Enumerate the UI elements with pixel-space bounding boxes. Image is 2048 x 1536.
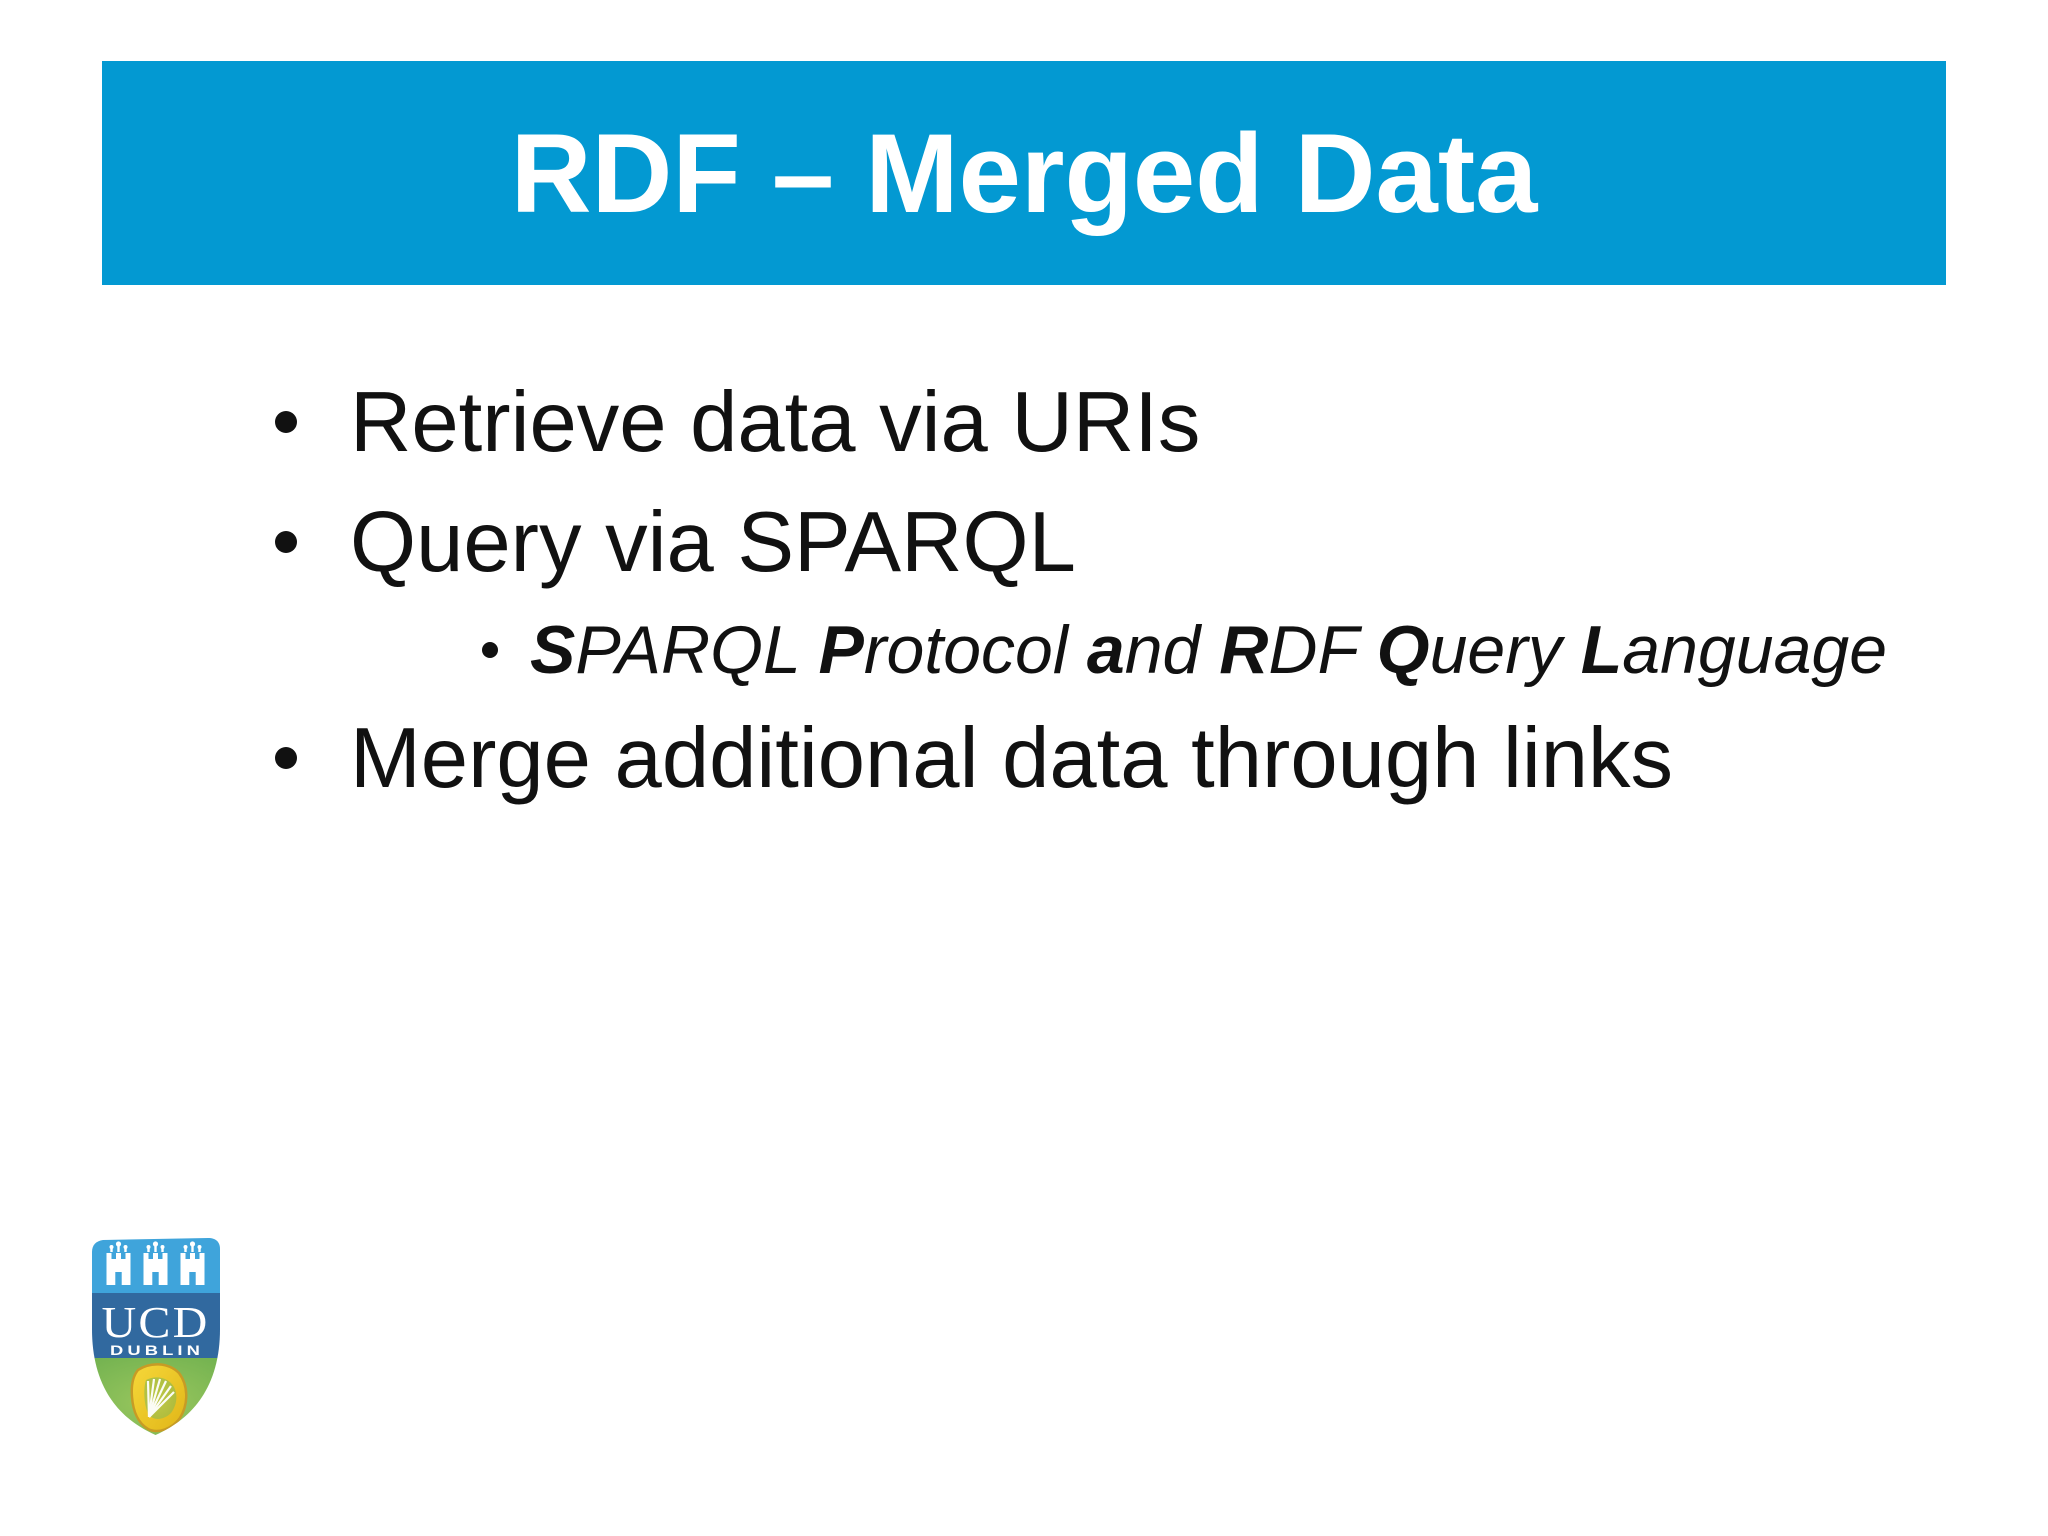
bullet-text: Merge additional data through links — [350, 710, 1674, 806]
harp-icon — [130, 1363, 188, 1433]
ucd-text: UCD — [102, 1298, 210, 1347]
bullet-text: Query via SPARQL — [350, 494, 1076, 590]
bullet-item: SPARQL Protocol and RDF Query Language — [0, 610, 2048, 690]
castle-icon — [106, 1241, 131, 1285]
castle-icon — [143, 1241, 168, 1285]
dublin-text: DUBLIN — [110, 1343, 204, 1358]
bullet-dot — [482, 642, 498, 658]
bullet-dot — [275, 411, 297, 433]
shield: UCD DUBLIN — [92, 1238, 220, 1435]
ucd-logo: UCD DUBLIN — [92, 1238, 220, 1435]
bullet-text: SPARQL Protocol and RDF Query Language — [530, 612, 1888, 688]
slide-title: RDF – Merged Data — [510, 110, 1538, 236]
bullet-text: Retrieve data via URIs — [350, 374, 1201, 470]
bullet-item: Query via SPARQL — [0, 492, 2048, 592]
bullet-item: Retrieve data via URIs — [0, 372, 2048, 472]
bullet-item: Merge additional data through links — [0, 708, 2048, 808]
shield-band-mid — [92, 1293, 220, 1358]
bullet-dot — [275, 531, 297, 553]
castle-icon — [180, 1241, 205, 1285]
title-bar: RDF – Merged Data — [102, 61, 1946, 285]
bullet-dot — [275, 747, 297, 769]
